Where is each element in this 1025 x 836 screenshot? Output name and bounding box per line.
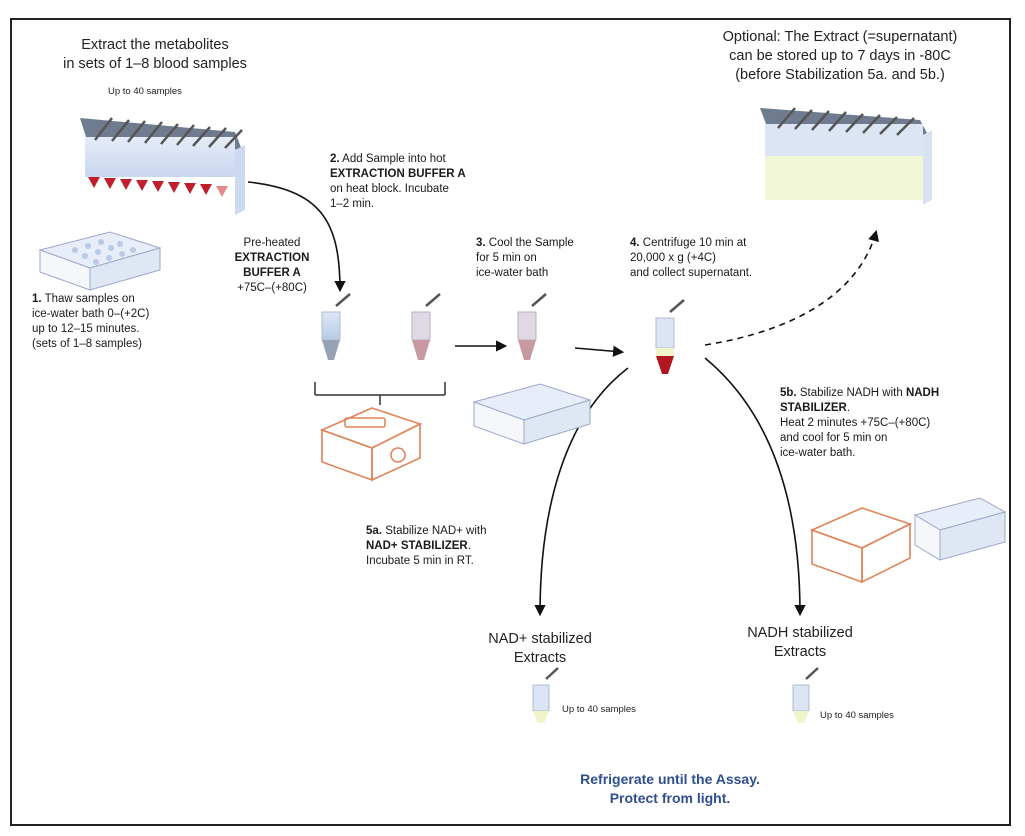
step-5b-number: 5b. xyxy=(780,387,797,399)
step-4-line1: Centrifuge 10 min at xyxy=(642,237,747,249)
step-3-line3: ice-water bath xyxy=(476,267,549,279)
step-3-number: 3. xyxy=(476,237,486,249)
nadh-result-line2: Extracts xyxy=(773,644,827,660)
step-5b-line3: Heat 2 minutes +75C–(+80C) xyxy=(780,417,931,429)
step-2-number: 2. xyxy=(330,153,340,165)
step-2-line2: EXTRACTION BUFFER A xyxy=(330,168,466,180)
step-5a-text: 5a. Stabilize NAD+ with NAD+ STABILIZER.… xyxy=(366,524,487,569)
preheated-line1: Pre-heated xyxy=(243,237,301,249)
preheated-buffer-text: Pre-heated EXTRACTION BUFFER A +75C–(+80… xyxy=(222,236,322,296)
nad-result-line2: Extracts xyxy=(513,650,567,666)
refrigerate-line2: Protect from light. xyxy=(609,790,731,806)
extract-title: Extract the metabolites in sets of 1–8 b… xyxy=(50,36,260,74)
tube-buffer-a xyxy=(321,293,351,360)
tube-sample-mixed xyxy=(411,293,441,360)
step-1-line2: ice-water bath 0–(+2C) xyxy=(32,308,150,320)
preheated-line4: +75C–(+80C) xyxy=(237,282,307,294)
heat-block-icon xyxy=(319,407,423,482)
arrow-to-nad-extract xyxy=(534,367,629,617)
step-5a-line3: Incubate 5 min in RT. xyxy=(366,555,474,567)
step-1-line4: (sets of 1–8 samples) xyxy=(32,338,142,350)
step-5a-line2-bold: NAD+ STABILIZER xyxy=(366,540,468,552)
optional-storage-note: Optional: The Extract (=supernatant) can… xyxy=(690,28,990,85)
step-5a-line1: Stabilize NAD+ with xyxy=(385,525,487,537)
tube-nadh-extract xyxy=(792,667,819,723)
step-5b-line1: Stabilize NADH with xyxy=(799,387,903,399)
arrow-to-nadh-extract xyxy=(704,357,806,617)
step-5b-line4: and cool for 5 min on xyxy=(780,432,888,444)
extract-title-line2: in sets of 1–8 blood samples xyxy=(63,56,247,72)
step-5b-line2-bold: STABILIZER xyxy=(780,402,847,414)
optional-line1: Optional: The Extract (=supernatant) xyxy=(722,29,958,45)
optional-line2: can be stored up to 7 days in -80C xyxy=(729,48,951,64)
refrigerate-note: Refrigerate until the Assay. Protect fro… xyxy=(540,770,800,808)
refrigerate-line1: Refrigerate until the Assay. xyxy=(580,771,760,787)
top-sample-count: Up to 40 samples xyxy=(108,86,182,97)
step-3-text: 3. Cool the Sample for 5 min on ice-wate… xyxy=(476,236,574,281)
tube-cooling xyxy=(517,293,547,360)
stored-extract-rack xyxy=(760,107,932,205)
step-1-number: 1. xyxy=(32,293,42,305)
step-5b-line2-end: . xyxy=(846,402,851,414)
step-5b-line1-bold: NADH xyxy=(905,387,940,399)
step-1-line3: up to 12–15 minutes. xyxy=(32,323,140,335)
step-3-line1: Cool the Sample xyxy=(488,237,574,249)
step-1-line1: Thaw samples on xyxy=(44,293,135,305)
blood-sample-rack xyxy=(80,117,245,215)
preheated-line3: BUFFER A xyxy=(243,267,301,279)
arrow-to-storage xyxy=(704,229,880,346)
ice-water-bath-left xyxy=(38,231,162,291)
step-2-text: 2. Add Sample into hot EXTRACTION BUFFER… xyxy=(330,152,466,212)
nad-result-line1: NAD+ stabilized xyxy=(488,631,592,647)
step-5a-number: 5a. xyxy=(366,525,382,537)
tube-centrifuged xyxy=(655,299,685,374)
step-4-line3: and collect supernatant. xyxy=(630,267,753,279)
ice-water-bath-right xyxy=(913,497,1007,561)
step-3-line2: for 5 min on xyxy=(476,252,537,264)
arrow-to-centrifuge xyxy=(574,345,625,357)
step-4-line2: 20,000 x g (+4C) xyxy=(630,252,716,264)
nadh-sample-count: Up to 40 samples xyxy=(820,710,894,721)
ice-water-bath-middle xyxy=(472,383,592,445)
step-2-line3: on heat block. Incubate xyxy=(330,183,449,195)
nad-result-label: NAD+ stabilized Extracts xyxy=(470,630,610,668)
step-5b-text: 5b. Stabilize NADH with NADH STABILIZER.… xyxy=(780,386,939,461)
extract-title-line1: Extract the metabolites xyxy=(81,37,229,53)
step-1-text: 1. Thaw samples on ice-water bath 0–(+2C… xyxy=(32,292,149,352)
step-4-text: 4. Centrifuge 10 min at 20,000 x g (+4C)… xyxy=(630,236,752,281)
step-5b-line5: ice-water bath. xyxy=(780,447,856,459)
nadh-result-line1: NADH stabilized xyxy=(747,625,853,641)
nadh-result-label: NADH stabilized Extracts xyxy=(730,624,870,662)
preheated-line2: EXTRACTION xyxy=(234,252,310,264)
step-4-number: 4. xyxy=(630,237,640,249)
arrow-to-buffer xyxy=(247,181,346,293)
step-5a-line2-end: . xyxy=(467,540,471,552)
step-2-line4: 1–2 min. xyxy=(330,198,375,210)
optional-line3: (before Stabilization 5a. and 5b.) xyxy=(735,67,945,83)
nad-sample-count: Up to 40 samples xyxy=(562,704,636,715)
heat-block-right-icon xyxy=(809,507,913,584)
tube-nad-extract xyxy=(532,667,559,723)
step-2-line1: Add Sample into hot xyxy=(342,153,446,165)
